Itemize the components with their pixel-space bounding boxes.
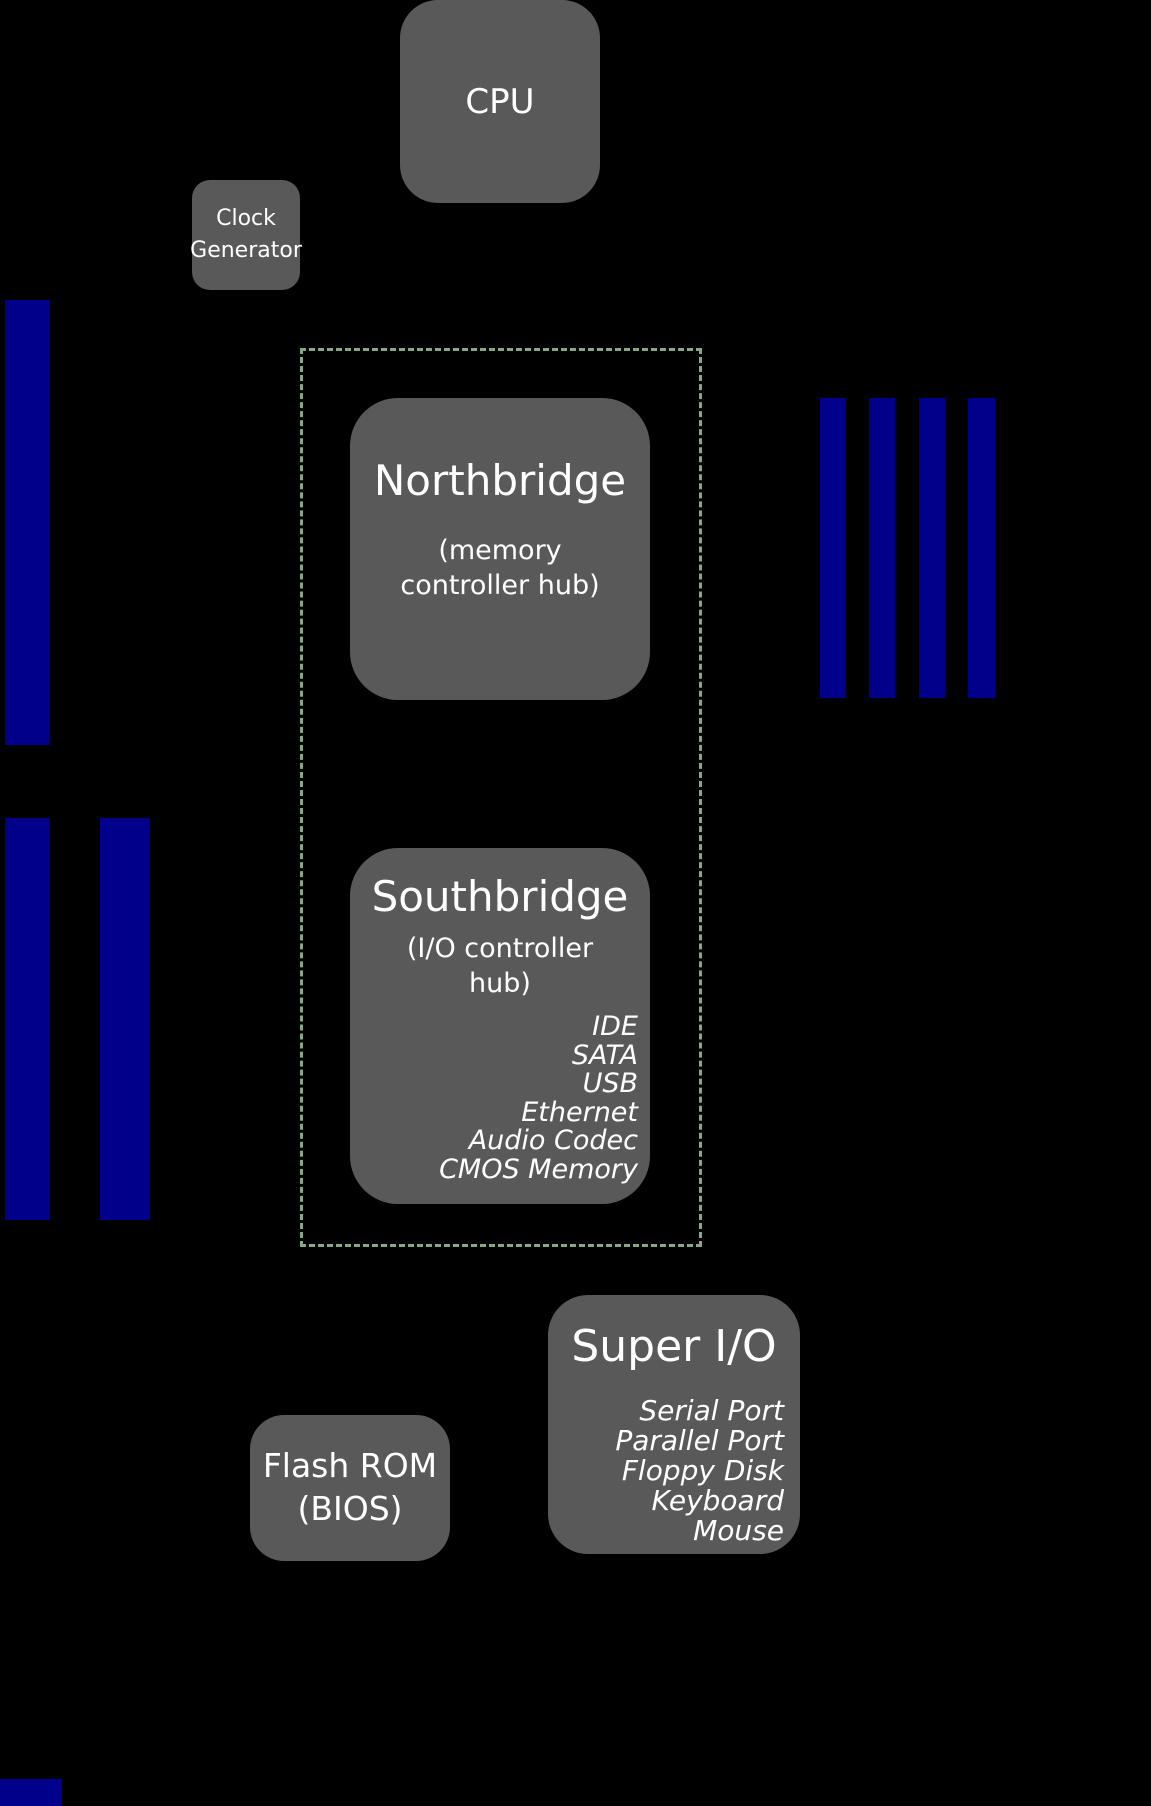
northbridge-box: Northbridge (memory controller hub)	[350, 398, 650, 700]
flash-rom-label: Flash ROM (BIOS)	[262, 1446, 438, 1528]
chipset-boundary	[300, 348, 702, 1247]
super-io-list: Serial Port Parallel Port Floppy Disk Ke…	[548, 1396, 800, 1546]
southbridge-io-item: USB	[582, 1068, 638, 1100]
super-io-title: Super I/O	[571, 1321, 777, 1372]
super-io-item: Parallel Port	[615, 1424, 784, 1457]
bottom-left-slot-bar	[0, 1779, 62, 1806]
super-io-item: Floppy Disk	[621, 1454, 784, 1487]
super-io-item: Keyboard	[651, 1484, 784, 1517]
northbridge-subtitle: (memory controller hub)	[400, 535, 600, 602]
graphics-slot-bar	[5, 300, 50, 745]
southbridge-io-item: Audio Codec	[468, 1125, 638, 1157]
memory-slot-bar-3	[919, 398, 945, 698]
memory-slot-bar-2	[869, 398, 895, 698]
cpu-box: CPU	[400, 0, 600, 203]
cpu-label: CPU	[465, 81, 535, 122]
super-io-box: Super I/O Serial Port Parallel Port Flop…	[548, 1295, 800, 1554]
super-io-item: Mouse	[693, 1514, 784, 1547]
southbridge-io-item: SATA	[571, 1039, 638, 1071]
southbridge-title: Southbridge	[371, 872, 629, 921]
memory-slot-bar-4	[968, 398, 995, 698]
southbridge-box: Southbridge (I/O controller hub) IDE SAT…	[350, 848, 650, 1204]
southbridge-io-list: IDE SATA USB Ethernet Audio Codec CMOS M…	[350, 1013, 650, 1184]
pci-slot-bar-1	[5, 818, 50, 1220]
clock-generator-label: Clock Generator	[190, 206, 302, 263]
southbridge-io-item: IDE	[592, 1011, 638, 1043]
memory-slot-bar-1	[820, 398, 846, 698]
southbridge-io-item: CMOS Memory	[439, 1153, 638, 1185]
pci-slot-bar-2	[100, 818, 150, 1220]
super-io-item: Serial Port	[639, 1394, 784, 1427]
southbridge-io-item: Ethernet	[521, 1096, 638, 1128]
flash-rom-box: Flash ROM (BIOS)	[250, 1415, 450, 1561]
clock-generator-box: Clock Generator	[190, 180, 302, 290]
northbridge-title: Northbridge	[373, 456, 627, 505]
southbridge-subtitle: (I/O controller hub)	[406, 933, 594, 1000]
